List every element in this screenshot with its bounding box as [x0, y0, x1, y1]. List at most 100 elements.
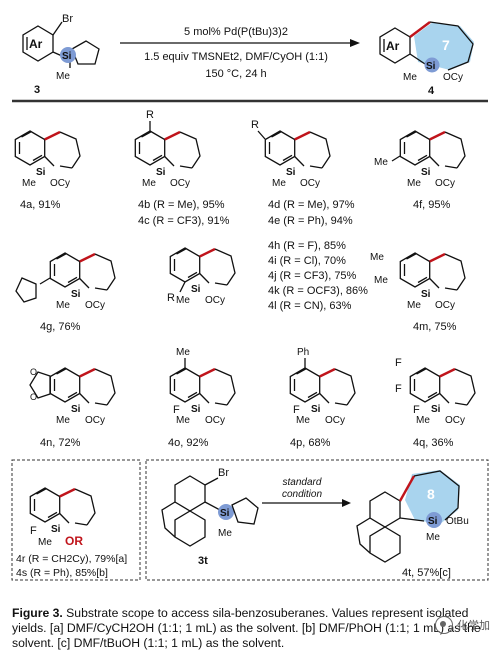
- yield-4n: 4n, 72%: [40, 437, 81, 449]
- condition-temperature: 150 °C, 24 h: [205, 68, 266, 80]
- svg-text:Si: Si: [286, 167, 296, 178]
- svg-text:Si: Si: [191, 284, 201, 295]
- svg-text:F: F: [173, 404, 180, 416]
- svg-text:OCy: OCy: [325, 415, 345, 426]
- svg-text:Si: Si: [311, 404, 321, 415]
- svg-text:Br: Br: [218, 467, 229, 479]
- condition-reagent: 1.5 equiv TMSNEt2, DMF/CyOH (1:1): [144, 51, 328, 63]
- svg-text:Me: Me: [370, 252, 384, 263]
- structure-4g: Si Me OCy: [15, 251, 117, 311]
- watermark: 化学加: [435, 616, 490, 634]
- ar-label-product: Ar: [386, 39, 400, 53]
- ocy-label-product: OCy: [443, 72, 463, 83]
- svg-text:F: F: [413, 404, 420, 416]
- watermark-text: 化学加: [457, 619, 490, 632]
- svg-text:Me: Me: [218, 528, 232, 539]
- structure-4a: Si Me OCy: [14, 129, 82, 189]
- svg-text:OtBu: OtBu: [446, 516, 469, 527]
- condition-catalyst: 5 mol% Pd(P(tBu)3)2: [184, 26, 288, 38]
- yield-4k: 4k (R = OCF3), 86%: [268, 285, 368, 297]
- reactant-3t: Br Si Me 3t: [161, 467, 259, 567]
- ring-size-badge: 7: [442, 37, 450, 53]
- svg-text:F: F: [395, 383, 402, 395]
- svg-text:Me: Me: [374, 275, 388, 286]
- product-4: Ar 7 Si Me OCy 4: [379, 21, 474, 97]
- svg-text:R: R: [251, 119, 259, 131]
- svg-text:OCy: OCy: [205, 415, 225, 426]
- caption-lead: Figure 3.: [12, 606, 63, 621]
- svg-text:OCy: OCy: [170, 178, 190, 189]
- svg-text:OCy: OCy: [435, 178, 455, 189]
- svg-text:Si: Si: [36, 167, 46, 178]
- yield-4i: 4i (R = Cl), 70%: [268, 255, 346, 267]
- svg-text:Me: Me: [22, 178, 36, 189]
- svg-text:OCy: OCy: [85, 300, 105, 311]
- svg-text:Si: Si: [431, 404, 441, 415]
- reaction-arrow: 5 mol% Pd(P(tBu)3)2 1.5 equiv TMSNEt2, D…: [120, 26, 360, 80]
- me-label: Me: [56, 71, 70, 82]
- svg-text:Me: Me: [416, 415, 430, 426]
- svg-text:Si: Si: [71, 289, 81, 300]
- yield-4f: 4f, 95%: [413, 199, 451, 211]
- svg-text:Si: Si: [71, 404, 81, 415]
- svg-text:Si: Si: [421, 167, 431, 178]
- box-4t: [145, 459, 489, 581]
- svg-text:Me: Me: [296, 415, 310, 426]
- caption-text: Substrate scope to access sila-benzosube…: [12, 606, 481, 651]
- standard-condition-arrow: standard condition: [262, 477, 351, 507]
- ar-label: Ar: [29, 37, 43, 51]
- figure-scheme: Ar Br Si Me 3 5 mol% Pd(P(tBu)3)2 1.5 eq…: [11, 13, 489, 581]
- svg-text:OCy: OCy: [50, 178, 70, 189]
- svg-text:Si: Si: [156, 167, 166, 178]
- svg-text:Me: Me: [56, 300, 70, 311]
- svg-text:OR: OR: [65, 534, 83, 548]
- yield-4d: 4d (R = Me), 97%: [268, 199, 355, 211]
- svg-text:Me: Me: [272, 178, 286, 189]
- yield-4r: 4r (R = CH2Cy), 79%[a]: [16, 553, 127, 565]
- yield-4t: 4t, 57%[c]: [402, 567, 451, 579]
- me-label-product: Me: [403, 72, 417, 83]
- yield-4b: 4b (R = Me), 95%: [138, 199, 225, 211]
- svg-text:Me: Me: [176, 415, 190, 426]
- svg-text:Me: Me: [142, 178, 156, 189]
- structure-4q: F F F Si Me OCy: [395, 357, 477, 426]
- compound-label-4: 4: [428, 85, 435, 97]
- yield-4j: 4j (R = CF3), 75%: [268, 270, 357, 282]
- svg-text:OCy: OCy: [435, 300, 455, 311]
- yield-4m: 4m, 75%: [413, 321, 457, 333]
- figure-caption: Figure 3. Substrate scope to access sila…: [12, 606, 482, 651]
- reactant-3: Ar Br Si Me 3: [22, 13, 100, 96]
- svg-text:Si: Si: [220, 508, 230, 519]
- svg-text:OCy: OCy: [445, 415, 465, 426]
- svg-text:Me: Me: [426, 532, 440, 543]
- yield-4c: 4c (R = CF3), 91%: [138, 215, 230, 227]
- product-4t: 8 Si OtBu Me 4t, 57%[c]: [356, 470, 469, 579]
- ring-size-badge-8: 8: [427, 486, 435, 502]
- yield-4q: 4q, 36%: [413, 437, 454, 449]
- svg-text:Me: Me: [407, 300, 421, 311]
- compound-label-3: 3: [34, 84, 40, 96]
- svg-text:Me: Me: [38, 537, 52, 548]
- svg-text:Si: Si: [421, 289, 431, 300]
- svg-text:F: F: [293, 404, 300, 416]
- svg-text:OCy: OCy: [205, 295, 225, 306]
- svg-text:R: R: [167, 292, 175, 304]
- svg-text:F: F: [395, 357, 402, 369]
- svg-text:Si: Si: [51, 524, 61, 535]
- svg-text:O: O: [30, 392, 37, 402]
- yield-4h: 4h (R = F), 85%: [268, 240, 346, 252]
- box-4r-4s: [11, 459, 141, 581]
- si-label: Si: [62, 51, 72, 62]
- svg-text:OCy: OCy: [85, 415, 105, 426]
- yield-4l: 4l (R = CN), 63%: [268, 300, 352, 312]
- svg-text:O: O: [30, 367, 37, 377]
- yield-4o: 4o, 92%: [168, 437, 209, 449]
- yield-4e: 4e (R = Ph), 94%: [268, 215, 353, 227]
